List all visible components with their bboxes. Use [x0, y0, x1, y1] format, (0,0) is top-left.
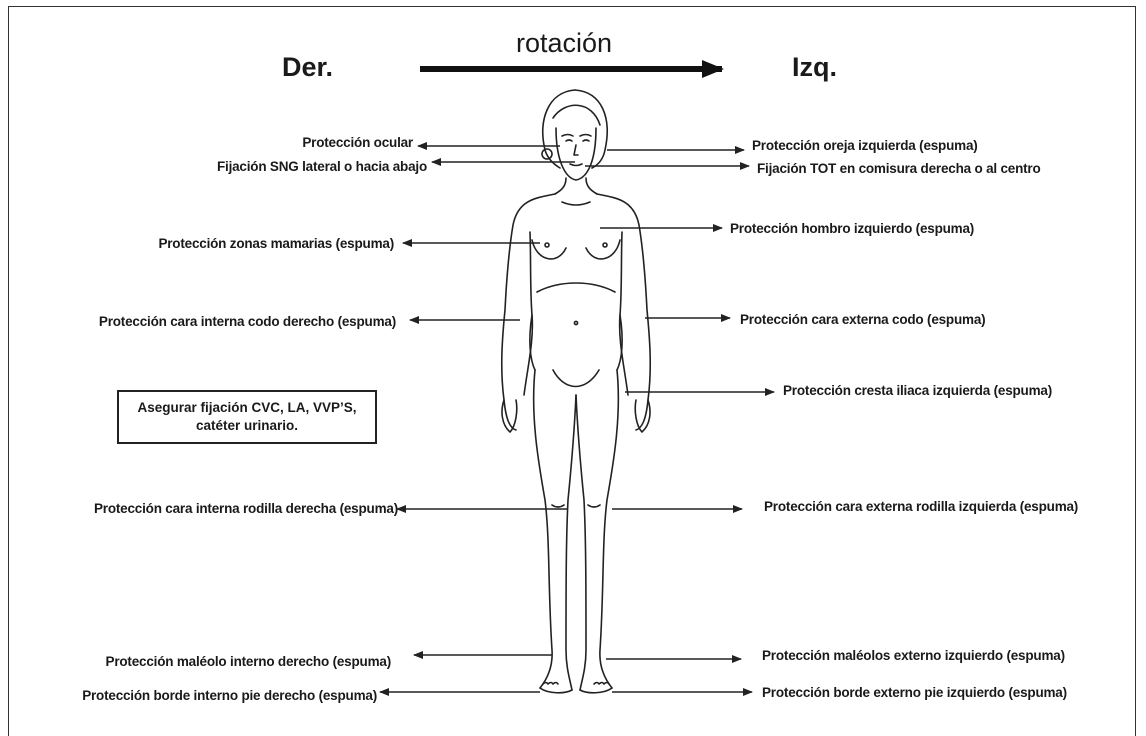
label-pie-derecho: Protección borde interno pie derecho (es…	[82, 688, 377, 704]
label-zonas-mamarias: Protección zonas mamarias (espuma)	[158, 236, 394, 252]
label-maleolo-izquierdo: Protección maléolos externo izquierdo (e…	[762, 648, 1065, 664]
label-cresta-iliaca: Protección cresta iliaca izquierda (espu…	[783, 383, 1052, 399]
label-maleolo-derecho: Protección maléolo interno derecho (espu…	[106, 654, 391, 670]
note-line-1: Asegurar fijación CVC, LA, VVP’S,	[137, 399, 356, 417]
label-rodilla-derecha: Protección cara interna rodilla derecha …	[94, 501, 398, 517]
label-codo-derecho: Protección cara interna codo derecho (es…	[99, 314, 396, 330]
note-box: Asegurar fijación CVC, LA, VVP’S, catéte…	[117, 390, 377, 444]
label-hombro-izquierdo: Protección hombro izquierdo (espuma)	[730, 221, 974, 237]
label-rodilla-izquierda: Protección cara externa rodilla izquierd…	[764, 499, 1078, 515]
label-oreja-izquierda: Protección oreja izquierda (espuma)	[752, 138, 978, 154]
label-fijacion-tot: Fijación TOT en comisura derecha o al ce…	[757, 161, 1041, 177]
label-pie-izquierdo: Protección borde externo pie izquierdo (…	[762, 685, 1067, 701]
note-line-2: catéter urinario.	[196, 417, 298, 435]
label-proteccion-ocular: Protección ocular	[302, 135, 413, 151]
label-codo-externo: Protección cara externa codo (espuma)	[740, 312, 985, 328]
label-fijacion-sng: Fijación SNG lateral o hacia abajo	[217, 159, 427, 175]
